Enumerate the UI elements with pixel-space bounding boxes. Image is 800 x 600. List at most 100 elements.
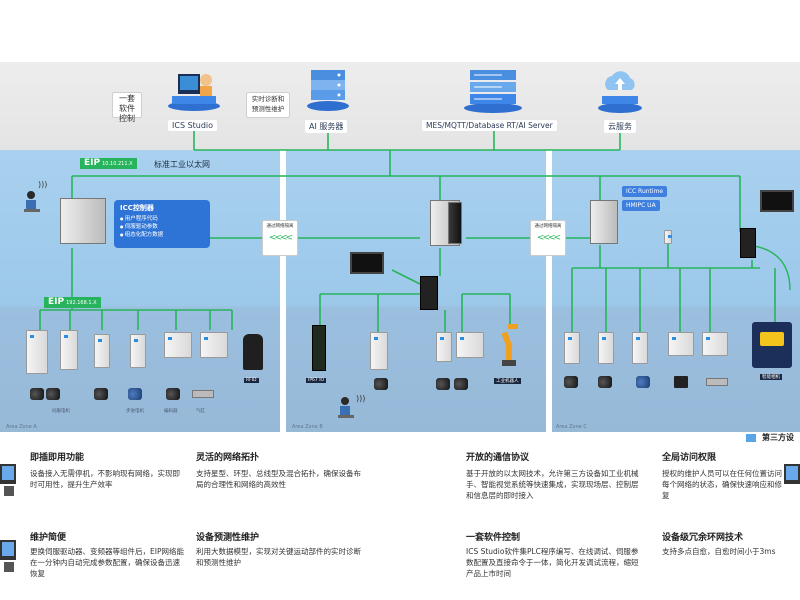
feature-title: 即插即用功能 [30, 453, 85, 463]
eip-bottom-tag-text: EIP [48, 297, 65, 307]
cylinder-icon [706, 378, 728, 386]
icc-controller-panel: ICC控制器 用户程序代码 伺服驱动参数 组态化配方数据 [114, 200, 210, 248]
servo-drive[interactable] [564, 332, 580, 364]
industrial-robot-icon [498, 320, 520, 366]
icc-panel-row: 伺服驱动参数 [120, 223, 204, 231]
stepper-drive[interactable] [130, 334, 146, 368]
servo-drive[interactable] [26, 330, 48, 374]
zone-b-label: Area Zone B [292, 424, 323, 430]
zone-c-label: Area Zone C [556, 424, 587, 430]
io-module[interactable] [200, 332, 228, 358]
smart-camera-panel [752, 322, 792, 368]
feature-desc: 设备接入无需停机，不影响现有网络，实现即时可用性，提升生产效率 [30, 469, 180, 489]
ics-studio-label: ICS Studio [168, 120, 218, 131]
servo-motor-icon [374, 378, 388, 390]
servo-drive[interactable] [598, 332, 614, 364]
device-label: 工业机器人 [494, 378, 521, 384]
eip-top-tag-text: EIP [84, 158, 101, 168]
eip-bottom-ip: 192.168.1.X [66, 300, 97, 306]
eip-top-ip: 10.10.211.X [102, 161, 133, 167]
servo-motor-icon [94, 388, 108, 400]
network-isolation-gateway[interactable]: 通过网络隔离 <<<< [530, 220, 566, 256]
engineer-person-icon [336, 396, 356, 422]
legend-swatch [746, 434, 756, 442]
device-label: 气缸 [196, 409, 205, 414]
zone-a [0, 150, 286, 432]
gateway-arrows-icon: <<<< [536, 233, 561, 243]
gateway-label: 通过网络隔离 [534, 224, 562, 229]
legend-label: 第三方设 [762, 433, 794, 442]
feature-desc: 基于开放的以太网技术，允许第三方设备如工业机械手、智能视觉系统等快速集成，实现现… [466, 469, 639, 500]
zone-a-label: Area Zone A [6, 424, 37, 430]
feature-desc: ICS Studio软件集PLC程序编写、在线调试、伺服参数配置及直接命令于一体… [466, 547, 639, 578]
wifi-icon: ))) [38, 180, 48, 189]
ai-server-label: AI 服务器 [305, 120, 348, 133]
gateway-arrows-icon: <<<< [268, 233, 293, 243]
zone-b-io-rack[interactable] [448, 202, 462, 244]
io-module[interactable] [668, 332, 694, 356]
smart-camera-icon [760, 332, 784, 346]
feature-title: 灵活的网络拓扑 [196, 453, 260, 463]
mes-server-label: MES/MQTT/Database RT/AI Server [422, 120, 557, 131]
feature-desc: 更换伺服驱动器、变频器等组件后，EIP网络能在一分钟内自动完成参数配置，确保设备… [30, 547, 184, 578]
icc-panel-row: 用户程序代码 [120, 215, 204, 223]
laptop-software-icon [166, 70, 222, 112]
feature-desc: 利用大数据模型，实现对关键运动部件的实时诊断和预测性维护 [196, 547, 361, 567]
rfid-scanner-icon [243, 334, 263, 370]
servo-motor-icon [598, 376, 612, 388]
servo-drive[interactable] [436, 332, 452, 362]
feature-desc: 支持多点自愈，自愈时间小于3ms [662, 547, 776, 556]
io-module[interactable] [702, 332, 728, 356]
io-module[interactable] [456, 332, 484, 358]
icc-controller-device[interactable] [60, 198, 106, 244]
diagnostics-pill: 实时诊断和 预测性维护 [246, 92, 290, 118]
eip-top-title: 标准工业以太网 [154, 160, 210, 169]
network-switch[interactable] [420, 276, 438, 310]
icc-panel-row: 组态化配方数据 [120, 231, 204, 239]
server-rack-icon [462, 64, 524, 114]
device-label: IP67 IO [306, 378, 327, 383]
servo-motor-icon [454, 378, 468, 390]
icc-panel-title: ICC控制器 [120, 204, 154, 212]
device-label: 编码器 [164, 409, 178, 414]
network-switch[interactable] [740, 228, 756, 258]
zone-c-controller[interactable] [590, 200, 618, 244]
servo-drive[interactable] [94, 334, 110, 368]
hmipc-ua-tag: HMIPC UA [622, 200, 660, 211]
feature-title: 全局访问权限 [662, 453, 717, 463]
feature-title: 维护简便 [30, 533, 67, 543]
network-isolation-gateway[interactable]: 通过网络隔离 <<<< [262, 220, 298, 256]
one-software-pill: 一套 软件控制 [112, 92, 142, 123]
gateway-label: 通过网络隔离 [266, 224, 294, 229]
feature-title: 开放的通信协议 [466, 453, 530, 463]
servo-drive[interactable] [60, 330, 78, 370]
small-io-module[interactable] [664, 230, 672, 244]
device-label: 伺服电机 [52, 409, 70, 414]
ip67-io-module[interactable] [312, 325, 326, 371]
zone-divider [280, 150, 286, 432]
zone-b [286, 150, 548, 432]
io-module[interactable] [164, 332, 192, 358]
servo-drive[interactable] [370, 332, 388, 370]
icc-runtime-tag: ICC Runtime [622, 186, 668, 197]
wifi-icon: ))) [356, 394, 366, 403]
feature-title: 一套软件控制 [466, 533, 521, 543]
servo-motor-icon [564, 376, 578, 388]
encoder-icon [674, 376, 688, 388]
cylinder-icon [192, 390, 214, 398]
hmi-monitor-icon[interactable] [350, 252, 384, 274]
device-label: 步进电机 [126, 409, 144, 414]
servo-motor-icon [436, 378, 450, 390]
feature-desc: 授权的维护人员可以在任何位置访问每个网络的状态，确保快速响应和修复 [662, 469, 782, 500]
engineer-person-icon [0, 450, 20, 498]
cloud-service-label: 云服务 [604, 120, 636, 133]
hmi-monitor-icon[interactable] [760, 190, 794, 212]
servo-drive[interactable] [632, 332, 648, 364]
device-label: RFID [244, 378, 259, 383]
server-stack-icon [305, 68, 351, 112]
servo-motor-icon [46, 388, 60, 400]
feature-desc: 支持星型、环型、总线型及混合拓扑，确保设备布局的合理性和网络的高效性 [196, 469, 361, 489]
